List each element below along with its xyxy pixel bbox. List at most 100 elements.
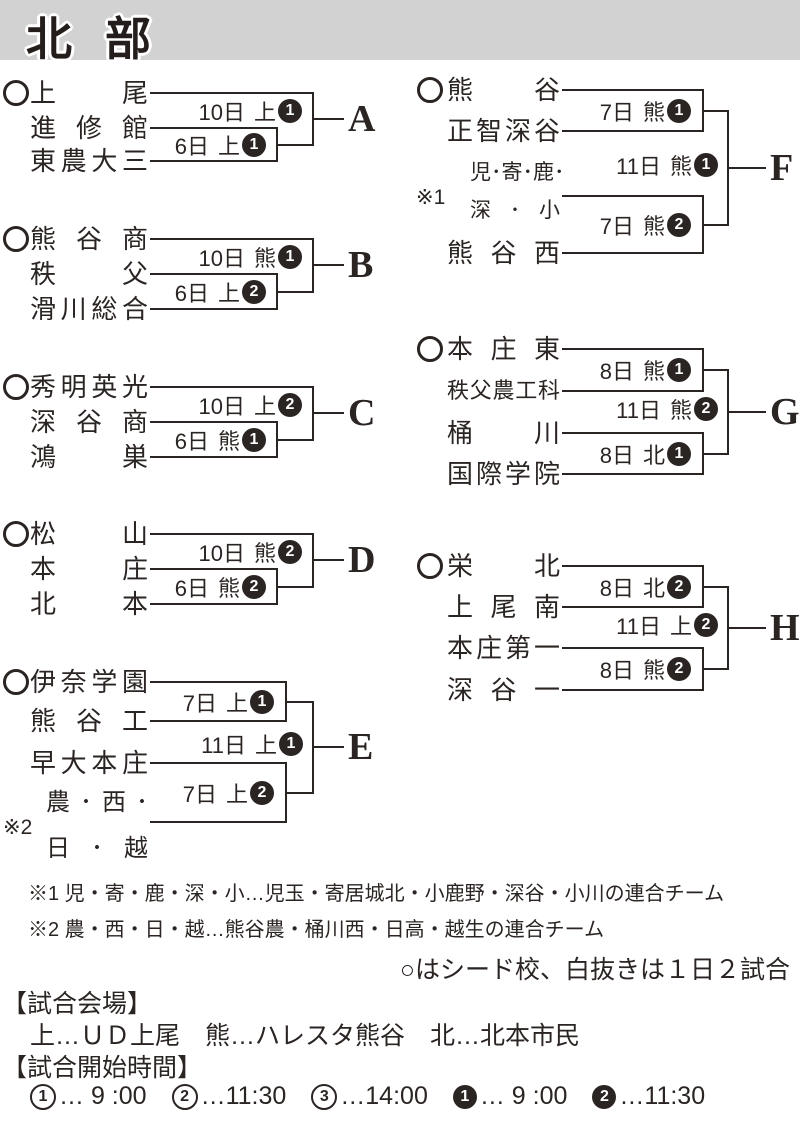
bracket-line: [703, 585, 728, 588]
match-date: 10日: [198, 393, 245, 419]
team-name: 上尾: [30, 77, 148, 109]
seed-mark: [3, 374, 29, 400]
team-name: 農･西･: [46, 787, 148, 819]
match-venue: 熊: [642, 359, 665, 384]
team-name-char: 松: [30, 519, 57, 549]
team-name: 正智深谷: [447, 115, 560, 147]
team-name-char: 奈: [60, 667, 87, 697]
team-name-char: 光: [121, 372, 148, 402]
bracket-line: [703, 369, 728, 371]
team-name-char: 一: [533, 633, 560, 663]
team-name-char: 西: [102, 789, 126, 816]
start-time-text: … 9 :00: [480, 1082, 568, 1111]
team-name-char: 庄: [121, 748, 148, 778]
seed-legend-note: ○はシード校、白抜きは１日２試合: [399, 956, 790, 984]
bracket-line: [313, 264, 344, 267]
match-venue: 熊: [669, 153, 692, 179]
game-number-filled-circle: 2: [242, 279, 266, 304]
team-name-char: ･: [522, 161, 534, 184]
start-time-item: 3…14:00: [311, 1082, 428, 1111]
bracket-line: [562, 432, 703, 434]
game-number-filled-circle: 1: [278, 244, 302, 269]
bracket-line: [562, 473, 703, 475]
bracket-line: [703, 109, 728, 112]
ellipsis-separator: …: [479, 1082, 505, 1110]
team-name-char: 山: [121, 519, 148, 549]
game-number-filled-circle: 2: [278, 539, 302, 564]
team-name-char: 正: [447, 116, 474, 146]
bracket-line: [562, 689, 703, 691]
bracket-line: [150, 127, 277, 129]
match-date: 10日: [198, 99, 245, 125]
bracket-line: [150, 421, 277, 423]
match-date: 7日: [599, 213, 634, 239]
bracket-line: [313, 559, 344, 562]
match-venue: 熊: [217, 575, 240, 601]
team-name-char: 児: [470, 161, 491, 184]
team-name-char: 深: [447, 675, 474, 705]
bracket-line: [562, 252, 703, 254]
team-name-char: 小: [539, 199, 560, 222]
seed-mark: [3, 80, 29, 106]
team-name-char: 院: [533, 459, 560, 489]
bracket-line: [277, 290, 313, 293]
team-name: 桶川: [447, 417, 560, 449]
game-number-filled-circle: 1: [278, 98, 302, 123]
team-name-char: 深: [30, 407, 57, 437]
section-header-bar: 北部: [0, 0, 800, 65]
team-name-char: 栄: [447, 551, 474, 581]
match-venue: 上: [253, 99, 276, 125]
winner-slot-letter: G: [770, 390, 800, 433]
team-name-char: 伊: [30, 667, 57, 697]
team-name: 上尾南: [447, 591, 560, 623]
game-number-filled-circle: 1: [250, 689, 274, 714]
team-name-char: 深: [470, 199, 491, 222]
bracket-line: [562, 195, 703, 197]
match-date: 11日: [201, 733, 246, 758]
team-name: 深谷一: [447, 674, 560, 706]
team-name-char: 本: [121, 589, 148, 619]
team-name-char: 庄: [475, 633, 502, 663]
game-number-filled-circle: 2: [694, 612, 718, 637]
team-name-char: 秩: [30, 259, 57, 289]
team-name-char: 谷: [533, 116, 560, 146]
team-name-char: 巣: [121, 442, 148, 472]
team-name-char: 早: [30, 748, 57, 778]
game-number-filled-circle: 2: [667, 212, 691, 237]
team-name: 早大本庄: [30, 747, 148, 779]
team-name-char: 庄: [121, 554, 148, 584]
winner-slot-letter: E: [348, 726, 374, 768]
team-name-char: ･: [91, 835, 103, 862]
team-name-char: 北: [30, 589, 57, 619]
footnote-marker: ※2: [3, 815, 33, 839]
bracket-line: [277, 585, 313, 588]
team-name-char: 深: [504, 116, 531, 146]
start-time-text: …14:00: [340, 1082, 428, 1111]
team-name-char: 学: [504, 459, 531, 489]
team-name-char: 日: [46, 835, 70, 862]
bracket-line: [562, 89, 703, 91]
seed-mark: [3, 226, 29, 252]
team-name-char: ･: [509, 199, 521, 222]
team-name-char: 熊: [30, 706, 57, 736]
team-name: 栄北: [447, 550, 560, 582]
team-name-char: 熊: [30, 224, 57, 254]
team-name-char: 進: [30, 113, 57, 143]
team-name-char: ･: [80, 789, 92, 816]
team-name-char: 農: [492, 378, 515, 403]
team-name-char: 谷: [490, 238, 517, 268]
team-name-char: 第: [504, 633, 531, 663]
team-name-char: 川: [533, 418, 560, 448]
